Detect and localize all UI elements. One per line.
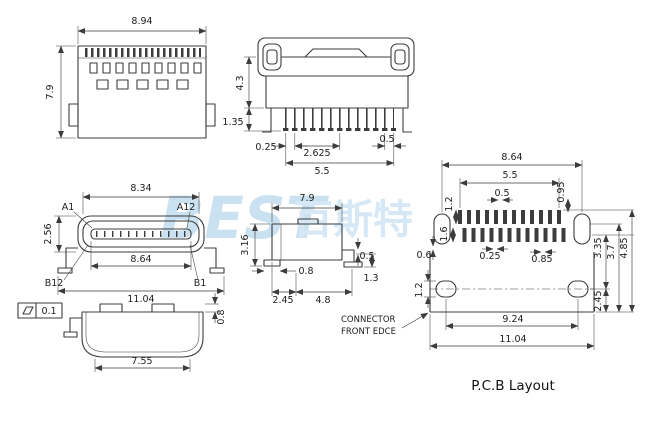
dim-section-pin-height: 1.35 — [222, 117, 243, 128]
dim-pcb-pads-span: 8.64 — [501, 152, 522, 163]
dim-pcb-dist-c: 4.85 — [619, 237, 630, 258]
dim-bottom-lip: 0.8 — [216, 309, 227, 324]
dim-topview-height: 7.9 — [45, 84, 56, 99]
pcb-layout: 8.64 5.5 0.5 0.95 1.2 1.6 0.25 0.6 0.85 … — [341, 152, 636, 394]
dim-side-foot: 0.8 — [298, 266, 313, 277]
dim-pcb-overall: 11.04 — [499, 334, 526, 345]
side-view: 7.9 3.16 0.8 0.5 1.3 2.45 4.8 — [240, 193, 379, 306]
dim-pcb-hole-span: 9.24 — [502, 314, 523, 325]
dim-pcb-pad-len-a: 1.2 — [444, 196, 455, 211]
dim-pcb-row-span: 5.5 — [502, 170, 517, 181]
dim-side-depth: 4.8 — [315, 295, 330, 306]
dim-section-height: 4.3 — [235, 75, 246, 90]
dim-pcb-pad-len-b: 1.6 — [439, 226, 450, 241]
pcb-layout-title: P.C.B Layout — [471, 378, 555, 394]
dim-side-height: 3.16 — [240, 234, 251, 255]
dim-pcb-dist-b: 3.7 — [606, 244, 617, 259]
watermark: BEST 百斯特 — [160, 184, 413, 252]
dim-section-span: 5.5 — [314, 166, 329, 177]
dim-pcb-pad-offset: 0.95 — [556, 181, 567, 202]
pin-label-a1: A1 — [62, 202, 75, 213]
dim-pcb-pitch: 0.5 — [494, 188, 509, 199]
section-view: 4.3 1.35 0.25 2.625 0.5 5.5 — [222, 37, 415, 177]
top-view: 8.94 7.9 — [45, 16, 216, 139]
dim-side-lead: 0.5 — [359, 251, 374, 262]
dim-pcb-stagger: 0.85 — [531, 254, 552, 265]
dim-front-width-overall: 11.04 — [127, 294, 154, 305]
dim-front-width-top: 8.34 — [130, 183, 151, 194]
dim-section-pitch-end: 0.25 — [255, 142, 276, 153]
dim-topview-width: 8.94 — [131, 16, 152, 27]
dim-side-width: 7.9 — [299, 193, 314, 204]
dim-pcb-edge-gap: 0.6 — [416, 250, 431, 261]
pin-label-a12: A12 — [177, 202, 196, 213]
parallelism-symbol-icon — [22, 306, 34, 315]
dim-front-width-tongue: 8.64 — [130, 254, 151, 265]
dim-pcb-row-gap: 0.25 — [479, 251, 500, 262]
dim-pcb-dist-a: 3.35 — [593, 237, 604, 258]
bottom-view: 0.8 7.55 0.1 — [17, 293, 227, 372]
tolerance-frame: 0.1 — [17, 302, 63, 319]
dim-section-pitch-half: 2.625 — [303, 148, 330, 159]
front-edge-label-line1: CONNECTOR — [341, 315, 396, 325]
dim-side-drop: 1.3 — [363, 273, 378, 284]
dim-pcb-hole-edge: 2.45 — [593, 290, 604, 311]
dim-bottom-flatness: 0.1 — [41, 306, 56, 317]
pin-label-b12: B12 — [45, 278, 64, 289]
dim-pcb-hole-len: 1.2 — [414, 282, 425, 297]
dim-side-offset: 2.45 — [272, 295, 293, 306]
front-edge-label-line2: FRONT EDCE — [341, 327, 396, 337]
dim-bottom-width: 7.55 — [131, 356, 152, 367]
dim-front-height: 2.56 — [43, 223, 54, 244]
dim-section-pitch: 0.5 — [379, 134, 394, 145]
watermark-cn-text: 百斯特 — [293, 197, 413, 243]
pin-label-b1: B1 — [194, 278, 207, 289]
front-view: A1 A12 8.34 2.56 8.64 B12 B1 11.04 — [43, 183, 225, 305]
